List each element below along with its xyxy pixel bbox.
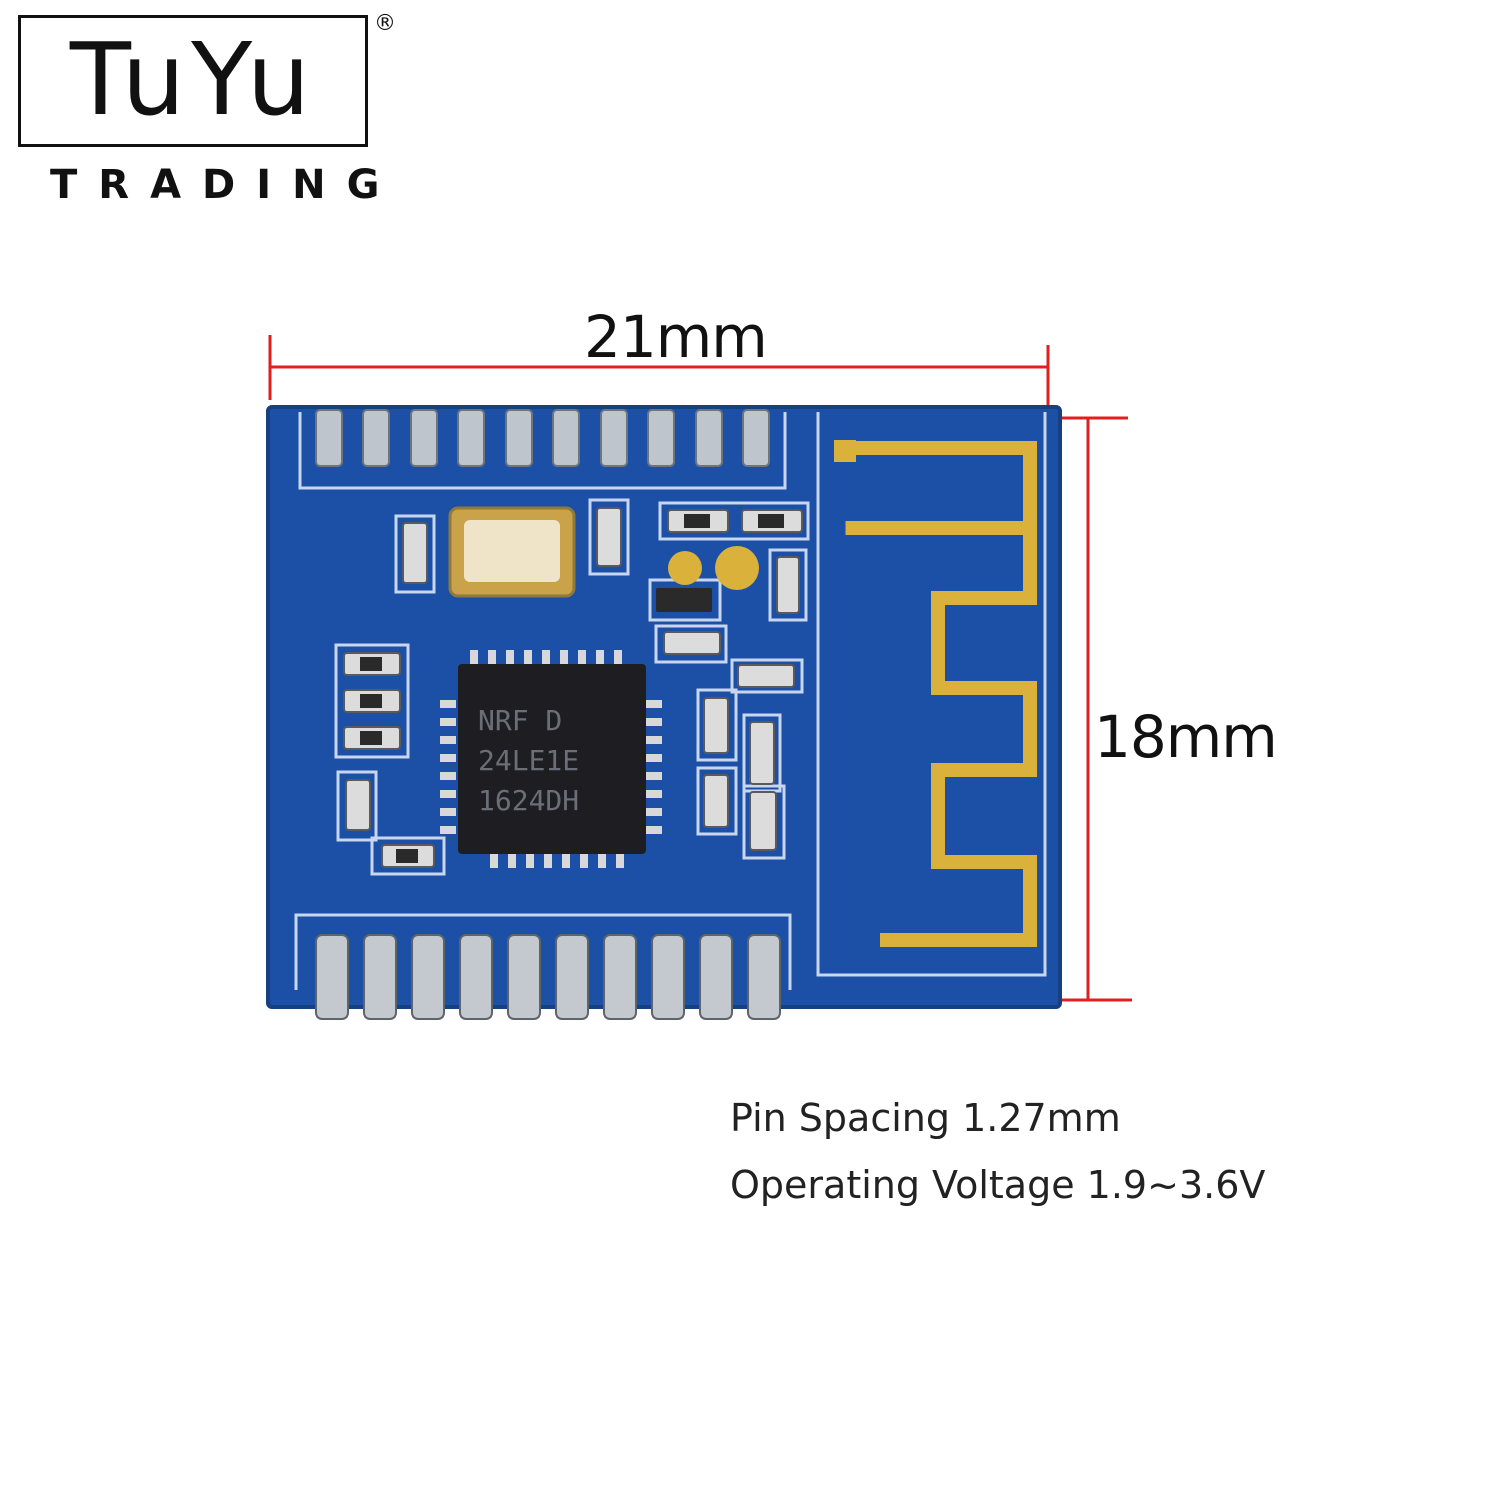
registered-mark: ®: [374, 11, 396, 36]
chip-marking-line-1: NRF D: [478, 704, 562, 737]
pcb-board: NRF D 24LE1E 1624DH: [266, 405, 1062, 1020]
chip-marking-line-3: 1624DH: [478, 784, 579, 817]
crystal-oscillator: [448, 506, 576, 598]
height-dimension-line: [1050, 416, 1132, 1002]
test-pad: [715, 546, 759, 590]
chip-marking-line-2: 24LE1E: [478, 744, 579, 777]
pin-spacing-text: Pin Spacing 1.27mm: [730, 1096, 1121, 1140]
operating-voltage-text: Operating Voltage 1.9~3.6V: [730, 1163, 1266, 1207]
bottom-pin-header: [315, 934, 781, 1020]
width-label: 21mm: [584, 303, 768, 371]
pcb-antenna: [844, 440, 1037, 947]
brand-name: TuYu: [69, 21, 317, 138]
brand-subtitle: TRADING: [50, 162, 401, 208]
top-pin-header: [315, 409, 770, 467]
test-pad: [668, 551, 702, 585]
smd-components: [343, 507, 803, 868]
width-dimension-line: [268, 335, 1050, 408]
brand-logo: TuYu: [18, 15, 368, 147]
nrf24le1-chip: NRF D 24LE1E 1624DH: [440, 650, 662, 868]
height-label: 18mm: [1094, 703, 1278, 771]
